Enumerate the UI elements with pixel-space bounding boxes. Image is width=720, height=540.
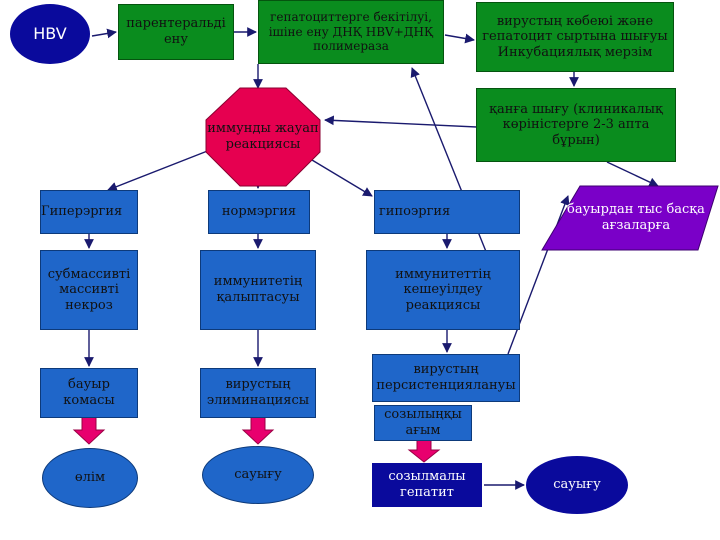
thick-arrow-coma-to-death xyxy=(72,416,106,445)
hyperergy-label: Гиперэргия xyxy=(41,204,123,220)
recovery-label: сауығу xyxy=(234,467,282,483)
recovery2-node: сауығу xyxy=(526,456,628,514)
liver-coma-node: бауыр комасы xyxy=(40,368,138,418)
parallelogram-shape xyxy=(541,185,719,251)
hypoergy-node: гипоэргия xyxy=(374,190,520,234)
persistence-node: вирустың персистенциялануы xyxy=(372,354,520,402)
arrow-immune-to-hyperergy xyxy=(107,149,211,192)
thick-arrow-course-to-hepatitis xyxy=(407,439,441,463)
chronic-hepatitis-label: созылмалы гепатит xyxy=(388,469,466,500)
delayed-immunity-node: иммунитеттің кешеуілдеу реакциясы xyxy=(366,250,520,330)
necrosis-label: субмассивті массивті некроз xyxy=(47,266,131,313)
chronic-hepatitis-node: созылмалы гепатит xyxy=(372,463,482,507)
parenteral-node: парентеральді ену xyxy=(118,4,234,60)
chronic-course-label: созылыңқы ағым xyxy=(384,407,462,438)
hyperergy-node: Гиперэргия xyxy=(40,190,138,234)
arrow-hbv-to-parenteral xyxy=(91,28,117,39)
immune-response-node: иммунды жауап реакциясы xyxy=(206,88,320,186)
death-label: өлім xyxy=(74,470,106,486)
extrahepatic-label: бауырдан тыс басқа ағзаларға xyxy=(567,202,705,233)
hbv-node: HBV xyxy=(10,4,90,64)
blood-exit-node: қанға шығу (клиникалық көріністерге 2-3 … xyxy=(476,88,676,162)
replication-node: вирустың көбеюі және гепатоцит сыртына ш… xyxy=(476,2,674,72)
replication-label: вирустың көбеюі және гепатоцит сыртына ш… xyxy=(482,13,668,60)
chronic-course-node: созылыңқы ағым xyxy=(374,405,472,441)
thick-arrow-elimination-to-recovery xyxy=(241,416,275,445)
shapes-layer xyxy=(205,87,719,251)
hypoergy-label: гипоэргия xyxy=(379,204,451,220)
normergy-label: нормэргия xyxy=(221,204,297,220)
arrow-immune-to-hypoergy xyxy=(311,159,373,197)
arrow-blood-to-extrahepatic xyxy=(606,161,659,187)
parenteral-label: парентеральді ену xyxy=(126,16,226,47)
blood-exit-label: қанға шығу (клиникалық көріністерге 2-3 … xyxy=(489,101,663,148)
arrow-binding-to-replication xyxy=(444,33,475,44)
elimination-label: вирустың элиминациясы xyxy=(206,377,310,408)
binding-label: гепатоциттерге бекітілуі, ішіне ену ДНҚ … xyxy=(268,10,434,54)
hbv-label: HBV xyxy=(33,24,67,44)
arrow-blood-to-immune xyxy=(324,115,499,129)
immune-label: иммунды жауап реакциясы xyxy=(207,121,319,152)
elimination-node: вирустың элиминациясы xyxy=(200,368,316,418)
immunity-formation-node: иммунитетің қалыптасуы xyxy=(200,250,316,330)
death-node: өлім xyxy=(42,448,138,508)
liver-coma-label: бауыр комасы xyxy=(63,377,115,408)
persistence-label: вирустың персистенциялануы xyxy=(376,362,516,393)
octagon-shape xyxy=(205,87,321,187)
immunity-formation-label: иммунитетің қалыптасуы xyxy=(213,274,303,305)
thick-arrows xyxy=(72,416,441,463)
delayed-immunity-label: иммунитеттің кешеуілдеу реакциясы xyxy=(395,266,491,313)
necrosis-node: субмассивті массивті некроз xyxy=(40,250,138,330)
normergy-node: нормэргия xyxy=(208,190,310,234)
binding-node: гепатоциттерге бекітілуі, ішіне ену ДНҚ … xyxy=(258,0,444,64)
recovery2-label: сауығу xyxy=(553,477,601,493)
extrahepatic-node: бауырдан тыс басқа ағзаларға xyxy=(562,186,710,250)
recovery-node: сауығу xyxy=(202,446,314,504)
